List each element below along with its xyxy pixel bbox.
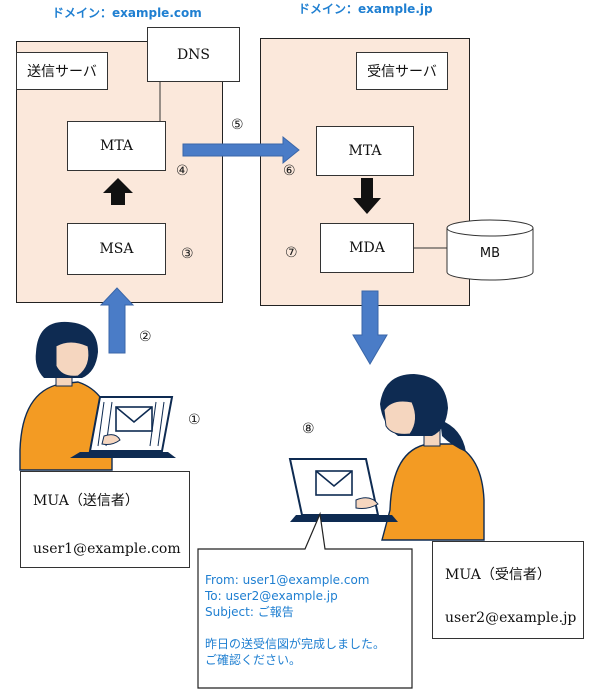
mua-to-msa-arrow bbox=[99, 287, 135, 354]
msa-box: MSA bbox=[67, 223, 166, 275]
receiver-mua-box: MUA（受信者） user2@example.jp bbox=[432, 541, 584, 639]
mail-from-line: From: user1@example.com bbox=[205, 573, 370, 587]
sender-mta-box: MTA bbox=[67, 121, 166, 171]
receiver-mua-address: user2@example.jp bbox=[445, 610, 577, 626]
step-6-label: ⑥ bbox=[283, 163, 296, 179]
step-5-label: ⑤ bbox=[231, 117, 244, 133]
mail-subject-line: Subject: ご報告 bbox=[205, 605, 294, 619]
receiver-domain-label: ドメイン：example.jp bbox=[298, 2, 433, 16]
receiver-person-illustration bbox=[288, 374, 485, 541]
mail-to-line: To: user2@example.jp bbox=[205, 589, 338, 603]
mail-content-bubble bbox=[197, 511, 413, 689]
receiver-mta-box: MTA bbox=[316, 126, 414, 176]
sender-mua-box: MUA（送信者） user1@example.com bbox=[20, 471, 190, 568]
mda-box: MDA bbox=[320, 223, 414, 273]
mta-to-mda-arrow bbox=[353, 178, 381, 214]
step-7-label: ⑦ bbox=[285, 245, 298, 261]
mda-to-mua-arrow bbox=[352, 290, 388, 365]
sending-server-label: 送信サーバ bbox=[16, 52, 108, 90]
sender-person-illustration bbox=[19, 321, 176, 471]
step-2-label: ② bbox=[139, 329, 152, 345]
step-3-label: ③ bbox=[181, 246, 194, 262]
receiver-mua-title: MUA（受信者） bbox=[445, 567, 551, 583]
dns-box: DNS bbox=[147, 27, 240, 82]
mailbox-cylinder bbox=[446, 219, 534, 281]
mailbox-label: MB bbox=[479, 246, 501, 261]
step-8-label: ⑧ bbox=[302, 421, 315, 437]
mail-body-line-2: ご確認ください。 bbox=[205, 653, 302, 667]
msa-to-mta-arrow bbox=[103, 178, 133, 205]
sender-domain-label: ドメイン：example.com bbox=[52, 6, 202, 20]
receiving-server-label: 受信サーバ bbox=[356, 52, 448, 90]
step-4-label: ④ bbox=[176, 163, 189, 179]
sender-mua-address: user1@example.com bbox=[33, 541, 181, 557]
sender-mua-title: MUA（送信者） bbox=[33, 493, 139, 509]
mail-body-line-1: 昨日の送受信図が完成しました。 bbox=[205, 637, 386, 651]
step-1-label: ① bbox=[188, 412, 201, 428]
mta-to-mta-arrow bbox=[182, 135, 300, 165]
